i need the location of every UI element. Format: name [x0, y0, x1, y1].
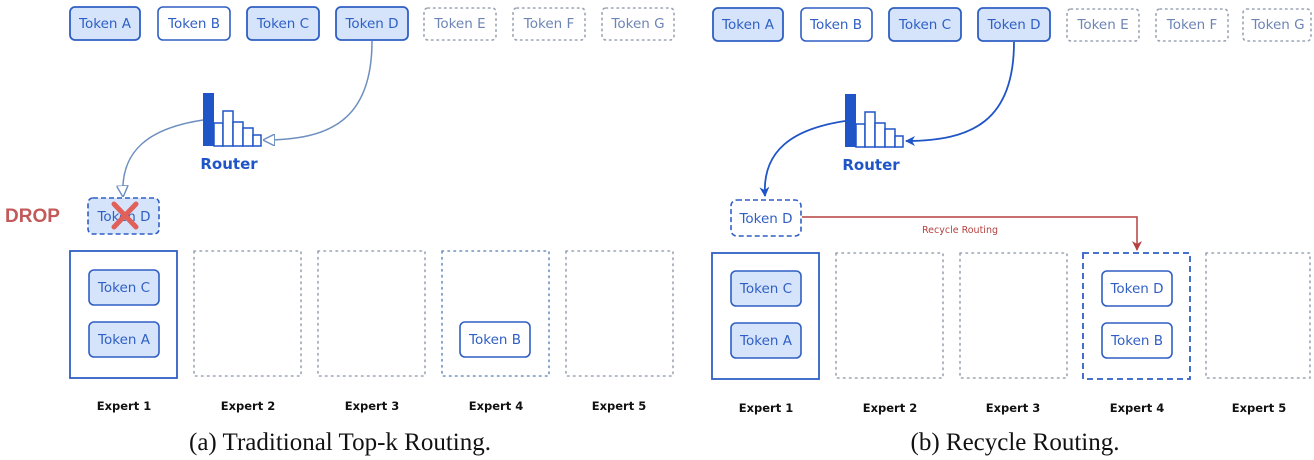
token-chip: Token B [1101, 322, 1173, 359]
token-label: Token D [986, 17, 1040, 33]
caption-b: (b) Recycle Routing. [911, 429, 1120, 456]
caption-a: (a) Traditional Top-k Routing. [189, 429, 491, 456]
drop-x-icon [111, 201, 139, 230]
expert-1-box: Token C Token A [711, 252, 820, 380]
token-d-to-router-arrow [264, 40, 373, 140]
expert-label: Expert 1 [97, 399, 151, 413]
token-g-chip: Token G [1242, 8, 1312, 42]
router-label: Router [842, 156, 900, 174]
token-label: Token D [1109, 281, 1163, 297]
token-chip: Token A [730, 322, 802, 359]
token-label: Token E [1076, 17, 1128, 33]
token-chip: Token C [88, 269, 160, 306]
token-a-chip: Token A [69, 6, 141, 41]
token-c-chip: Token C [888, 7, 962, 42]
expert-1-box: Token C Token A [69, 250, 178, 379]
token-label: Token G [1250, 17, 1304, 33]
token-g-chip: Token G [601, 7, 675, 41]
router-icon [845, 94, 904, 148]
token-chip: Token B [459, 321, 531, 358]
token-a-chip: Token A [712, 7, 784, 42]
token-e-chip: Token E [423, 7, 497, 41]
expert-4-box: Token D Token B [1082, 252, 1191, 380]
token-label: Token A [97, 332, 151, 348]
panel-b: Token A Token B Token C Token D Token E … [711, 7, 1312, 456]
drop-label: DROP [5, 206, 60, 227]
panel-a: Token A Token B Token C Token D Token E … [5, 6, 675, 456]
token-label: Token C [739, 281, 792, 297]
expert-label: Expert 4 [469, 399, 523, 413]
recycle-routing-label: Recycle Routing [922, 225, 998, 236]
token-f-chip: Token F [512, 7, 586, 41]
token-d-chip: Token D [335, 6, 409, 41]
expert-4-box: Token B [441, 250, 550, 377]
token-label: Token C [256, 16, 309, 32]
router-to-recycled-token-arrow [759, 120, 846, 197]
token-label: Token A [721, 17, 775, 33]
expert-5-box [1205, 252, 1311, 379]
token-chip: Token D [1101, 270, 1173, 307]
panel-b-token-row: Token A Token B Token C Token D Token E … [712, 7, 1312, 42]
token-label: Token A [739, 333, 793, 349]
token-label: Token F [1166, 17, 1217, 33]
recycled-token-label: Token D [738, 211, 792, 227]
expert-label: Expert 3 [986, 401, 1040, 415]
expert-label: Expert 3 [345, 399, 399, 413]
token-label: Token C [898, 17, 951, 33]
recycle-routing-arrow [802, 216, 1142, 251]
expert-label: Expert 5 [1232, 401, 1286, 415]
token-label: Token D [344, 16, 398, 32]
expert-label: Expert 2 [863, 401, 917, 415]
expert-label: Expert 1 [739, 401, 793, 415]
token-label: Token B [167, 16, 220, 32]
token-label: Token B [1110, 333, 1163, 349]
token-label: Token F [523, 16, 574, 32]
token-chip: Token C [730, 270, 802, 307]
token-b-chip: Token B [157, 6, 231, 41]
expert-2-box [193, 250, 302, 377]
token-label: Token E [433, 16, 485, 32]
token-d-chip: Token D [977, 7, 1051, 42]
expert-label: Expert 5 [592, 399, 646, 413]
token-label: Token C [97, 280, 150, 296]
token-f-chip: Token F [1155, 8, 1229, 42]
recycled-token-chip: Token D [730, 199, 802, 237]
token-d-to-router-arrow [905, 41, 1015, 146]
router-icon [203, 93, 262, 147]
token-label: Token B [468, 332, 521, 348]
router-to-dropped-token-arrow [123, 119, 204, 196]
token-e-chip: Token E [1066, 8, 1140, 42]
token-b-chip: Token B [800, 7, 873, 42]
expert-5-box [565, 250, 674, 377]
token-c-chip: Token C [246, 6, 320, 41]
expert-label: Expert 2 [221, 399, 275, 413]
token-label: Token A [78, 16, 132, 32]
token-label: Token B [809, 17, 862, 33]
expert-3-box [317, 250, 426, 377]
token-label: Token G [610, 16, 664, 32]
token-chip: Token A [88, 321, 160, 358]
expert-3-box [959, 252, 1068, 379]
expert-label: Expert 4 [1110, 401, 1164, 415]
router-label: Router [200, 155, 258, 173]
panel-a-token-row: Token A Token B Token C Token D Token E … [69, 6, 675, 41]
expert-2-box [835, 252, 944, 379]
